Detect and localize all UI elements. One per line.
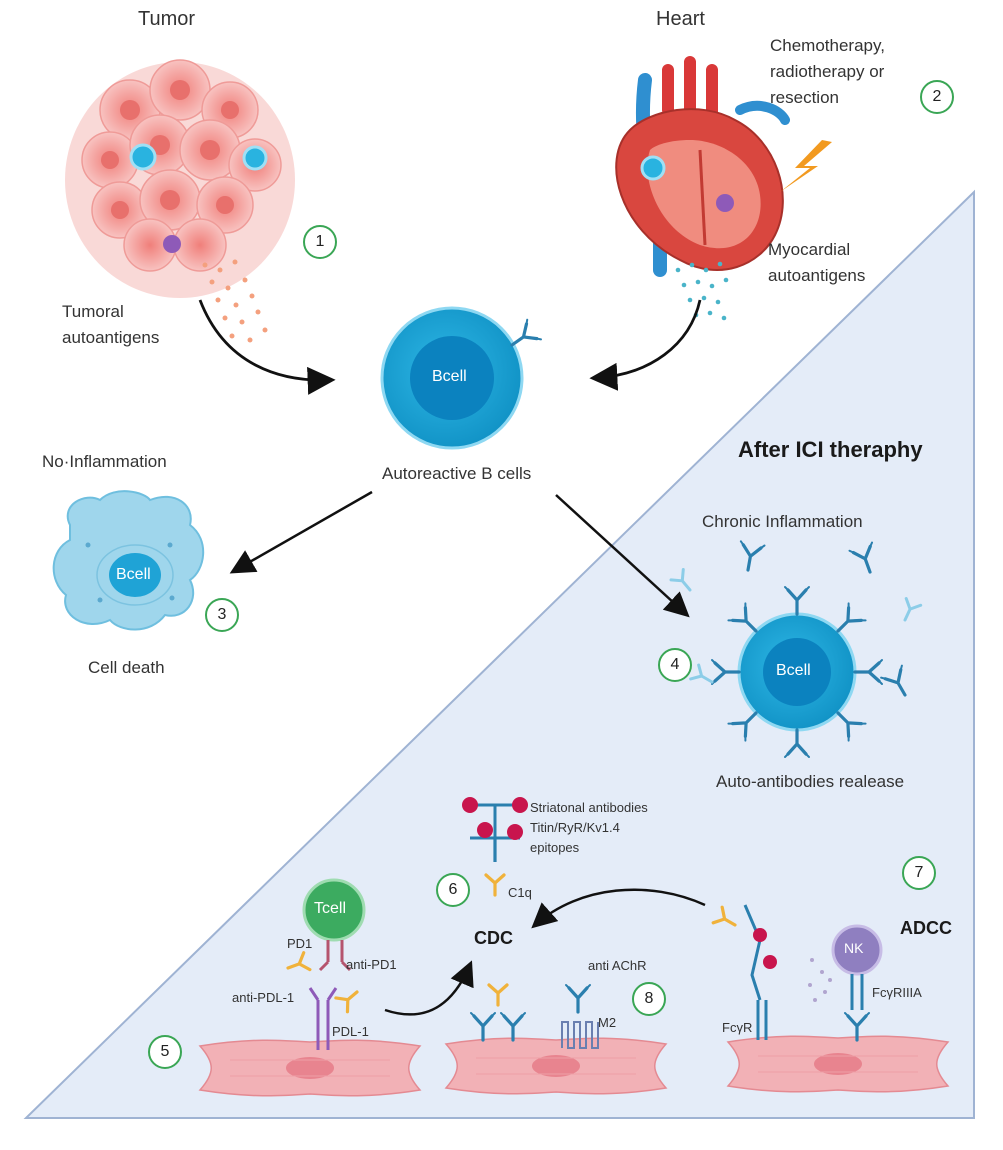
arrow-tumor-to-bcell <box>198 299 336 395</box>
tumoral-autoantigens-line1: Tumoral <box>62 302 124 321</box>
lightning-icon <box>780 140 832 192</box>
tcell-label: Tcell <box>314 900 347 917</box>
nk-label: NK <box>844 940 864 956</box>
heart-label: Heart <box>656 8 705 30</box>
ici-therapy-region <box>23 189 975 1119</box>
arrow-pd1-to-cdc <box>384 960 474 1016</box>
tumor-label: Tumor <box>138 8 196 30</box>
myocyte-middle <box>445 1037 667 1095</box>
arrow-heart-to-bcell <box>589 299 702 391</box>
epitopes-label-line2: epitopes <box>530 840 580 855</box>
adcc-complex <box>711 904 883 1042</box>
arrow-bcell-to-chronic <box>555 494 690 618</box>
autoreactive-bcell <box>380 306 543 450</box>
fcyriiia-label: FcγRIIIA <box>872 985 922 1000</box>
heart-illustration <box>615 56 790 321</box>
step-5-marker: 5 <box>148 1035 182 1069</box>
striational-antibodies <box>462 797 528 862</box>
m2-receptor <box>561 1021 599 1049</box>
myocyte-right <box>727 1035 949 1093</box>
anti-achr-label: anti AChR <box>588 958 647 973</box>
chronic-inflammation-label: Chronic Inflammation <box>702 512 863 531</box>
autoreactive-bcells-label: Autoreactive B cells <box>382 464 532 483</box>
arrow-bcell-to-death <box>229 490 373 574</box>
tumoral-autoantigens-line2: autoantigens <box>62 328 160 347</box>
epitopes-label-line1: Titin/RyR/Kv1.4 <box>530 820 620 835</box>
fcyr-label: FcγR <box>722 1020 753 1035</box>
m2-label: M2 <box>598 1015 617 1030</box>
striational-antibodies-label: Striatonal antibodies <box>530 800 648 815</box>
after-ici-title: After ICI theraphy <box>738 437 923 462</box>
cell-death-label: Cell death <box>88 658 165 677</box>
step-3-marker: 3 <box>205 598 239 632</box>
pdl1-receptor <box>308 987 338 1050</box>
center-bcell-label: Bcell <box>432 368 467 385</box>
treatment-label-line1: Chemotherapy, <box>770 36 885 55</box>
c1q-label: C1q <box>508 885 532 900</box>
step-6-marker: 6 <box>436 873 470 907</box>
step-8-marker: 8 <box>632 982 666 1016</box>
step-4-marker: 4 <box>658 648 692 682</box>
treatment-label-line2: radiotherapy or <box>770 62 885 81</box>
pdl1-label: PDL-1 <box>332 1024 369 1039</box>
anti-pd1-label: anti-PD1 <box>346 957 397 972</box>
tcell <box>302 878 366 972</box>
arrow-adcc-to-cdc <box>531 888 706 929</box>
chronic-bcell-label: Bcell <box>776 662 811 679</box>
myocyte-left <box>199 1039 421 1097</box>
pd1-label: PD1 <box>287 936 313 951</box>
step-1-marker: 1 <box>303 225 337 259</box>
treatment-label-line3: resection <box>770 88 839 107</box>
no-inflammation-label: No·Inflammation <box>42 452 167 471</box>
step-2-marker: 2 <box>920 80 954 114</box>
anti-pdl1-label: anti-PDL-1 <box>232 990 295 1005</box>
adcc-label: ADCC <box>900 918 952 938</box>
dying-bcell <box>52 490 205 631</box>
auto-antibodies-release-label: Auto-antibodies realease <box>716 772 905 791</box>
step-7-marker: 7 <box>902 856 936 890</box>
myocardial-autoantigens-line2: autoantigens <box>768 266 866 285</box>
myocardial-autoantigens-line1: Myocardial <box>768 240 851 259</box>
dying-bcell-label: Bcell <box>116 566 151 583</box>
antibody-releasing-bcell <box>669 539 923 759</box>
tumor-illustration <box>65 59 295 343</box>
cdc-label: CDC <box>474 928 513 948</box>
